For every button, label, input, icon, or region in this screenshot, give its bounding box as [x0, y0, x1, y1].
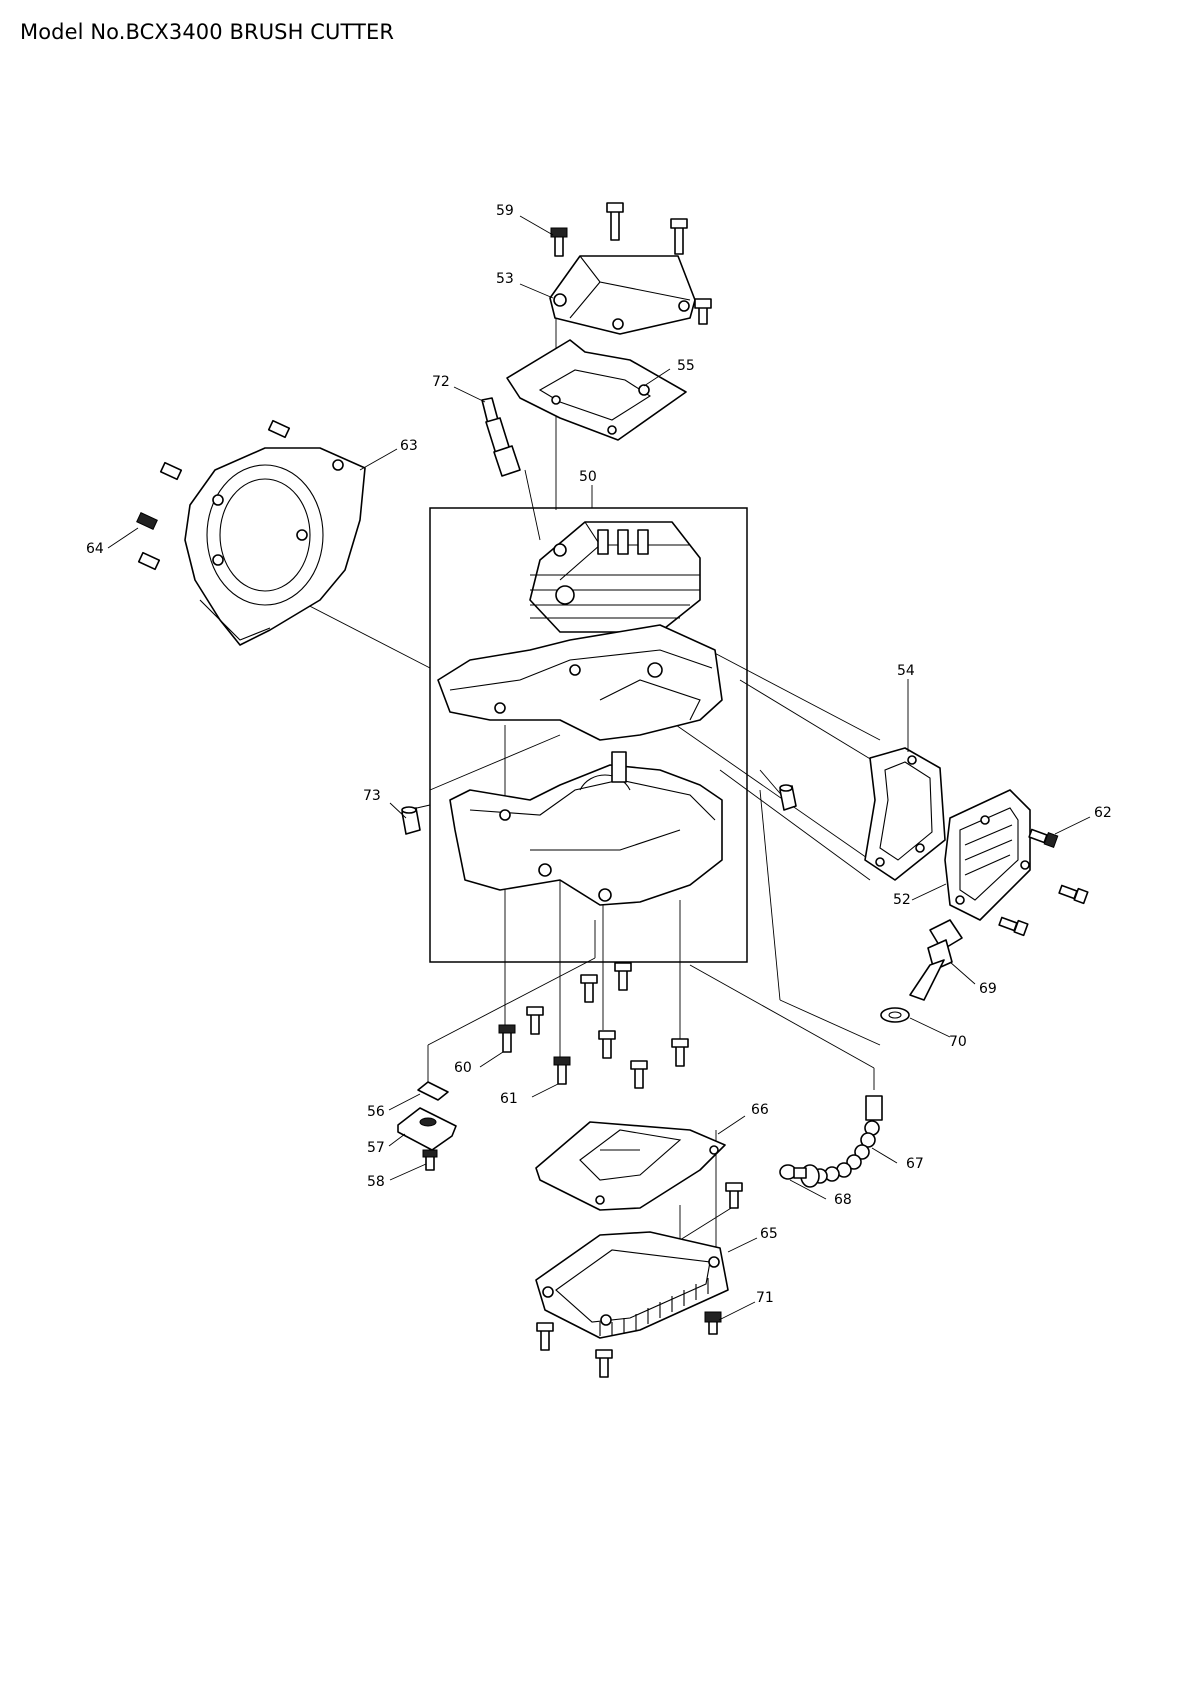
callout-73: 73	[363, 788, 381, 804]
fan-cover-bolts	[136, 419, 291, 571]
plate-52-part	[944, 789, 1031, 921]
callout-63: 63	[400, 438, 418, 454]
crankcase-lower-part	[449, 751, 723, 906]
callout-68: 68	[834, 1192, 852, 1208]
callout-57: 57	[367, 1140, 385, 1156]
fitting-68-part	[779, 1164, 807, 1180]
callout-66: 66	[751, 1102, 769, 1118]
gasket-66-part	[535, 1121, 726, 1211]
callout-62: 62	[1094, 805, 1112, 821]
oil-pan-bolts	[536, 1182, 743, 1378]
washer-70-part	[880, 1007, 910, 1023]
callout-52: 52	[893, 892, 911, 908]
callout-65: 65	[760, 1226, 778, 1242]
callout-69: 69	[979, 981, 997, 997]
block-57-part	[397, 1107, 457, 1151]
cover-gasket-part	[506, 339, 687, 441]
cylinder-assembly-part	[437, 521, 723, 741]
fan-cover-part	[184, 447, 366, 646]
crankcase-bolts	[498, 962, 689, 1089]
page-title: Model No.BCX3400 BRUSH CUTTER	[20, 20, 395, 44]
clip-56-part	[417, 1081, 449, 1101]
cover-bolts	[550, 202, 712, 325]
plate-bolts	[998, 828, 1089, 937]
callout-labels: 59 53 55 72 63 50 64 54 73 62 52 69 70 6…	[86, 203, 1112, 1306]
oil-pan-part	[535, 1231, 729, 1339]
callout-59: 59	[496, 203, 514, 219]
callout-72: 72	[432, 374, 450, 390]
callout-55: 55	[677, 358, 695, 374]
callout-60: 60	[454, 1060, 472, 1076]
callout-67: 67	[906, 1156, 924, 1172]
cylinder-assembly-box	[429, 507, 748, 963]
callout-53: 53	[496, 271, 514, 287]
leader-lines	[229, 298, 881, 1250]
valve-69-part	[909, 919, 963, 1001]
callout-70: 70	[949, 1034, 967, 1050]
screw-58-part	[422, 1149, 438, 1171]
dowel-pins	[401, 784, 797, 835]
callout-58: 58	[367, 1174, 385, 1190]
spark-plug-part	[481, 397, 521, 477]
callout-50: 50	[579, 469, 597, 485]
callout-56: 56	[367, 1104, 385, 1120]
callout-61: 61	[500, 1091, 518, 1107]
hose-67-part	[800, 1095, 883, 1188]
gasket-54-part	[864, 747, 946, 881]
callout-54: 54	[897, 663, 915, 679]
cylinder-cover-part	[549, 255, 696, 335]
callout-71: 71	[756, 1290, 774, 1306]
callout-leaders	[107, 215, 1091, 1321]
callout-64: 64	[86, 541, 104, 557]
